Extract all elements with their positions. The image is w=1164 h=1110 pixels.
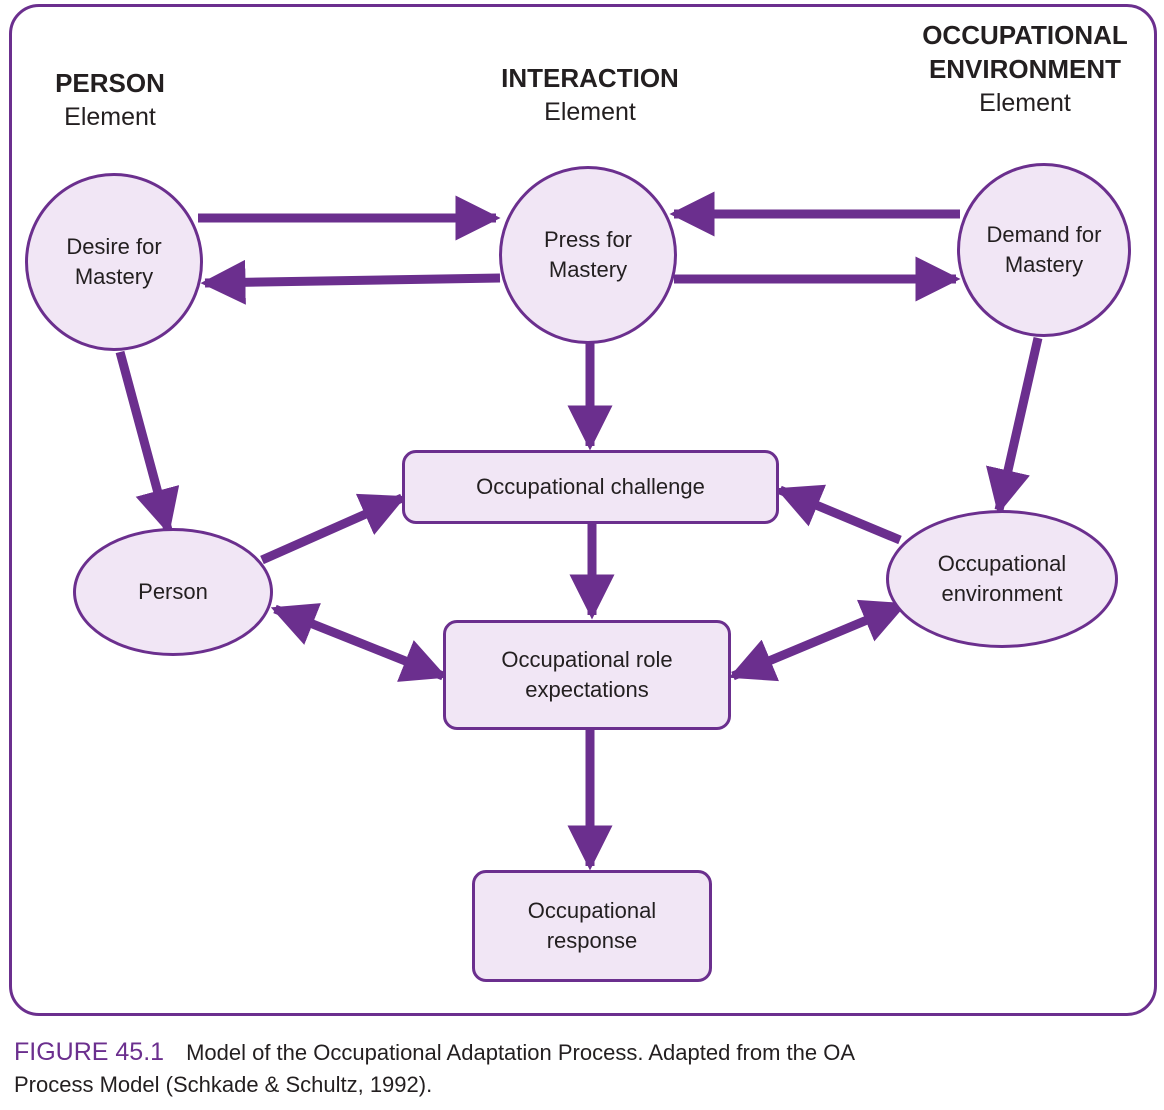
header-interaction-sub: Element (544, 98, 636, 126)
node-occupational-response: Occupational response (472, 870, 712, 982)
node-desire-line1: Desire for (66, 234, 162, 259)
node-press-line1: Press for (543, 227, 633, 252)
arrow-press-to-desire (200, 259, 501, 305)
header-interaction-title: INTERACTION (501, 63, 679, 93)
node-press-line2: Mastery (548, 257, 628, 282)
figure-number: FIGURE 45.1 (14, 1038, 165, 1066)
node-occupational-challenge: Occupational challenge (402, 450, 779, 524)
arrow-person-to-challenge (260, 493, 407, 565)
node-challenge-line1: Occupational challenge (476, 474, 705, 499)
node-demand-line2: Mastery (1004, 252, 1084, 277)
node-desire-line2: Mastery (74, 264, 154, 289)
figure-caption: FIGURE 45.1 Model of the Occupational Ada… (14, 1036, 1114, 1101)
arrow-desire-to-person (115, 350, 180, 535)
header-environment: OCCUPATIONAL ENVIRONMENT Element (900, 18, 1150, 120)
arrow-demand-to-environment (986, 337, 1043, 515)
node-environment-line2: environment (941, 581, 1063, 606)
arrow-environment-role (728, 599, 908, 682)
header-environment-title-1: OCCUPATIONAL (922, 20, 1128, 50)
header-person: PERSON Element (20, 66, 200, 134)
arrow-environment-to-challenge (775, 484, 902, 545)
header-environment-sub: Element (979, 89, 1071, 117)
node-role-line1: Occupational role (501, 647, 673, 672)
header-person-sub: Element (64, 103, 156, 131)
node-response-line2: response (546, 928, 638, 953)
node-person-line1: Person (138, 579, 208, 604)
header-environment-title-2: ENVIRONMENT (928, 54, 1122, 84)
node-environment-line1: Occupational (937, 551, 1067, 576)
header-person-title: PERSON (55, 68, 165, 98)
node-occupational-role-expectations: Occupational role expectations (443, 620, 731, 730)
node-demand-line1: Demand for (986, 222, 1102, 247)
node-occupational-environment: Occupational environment (886, 510, 1118, 648)
caption-line-1: Model of the Occupational Adaptation Pro… (186, 1040, 856, 1065)
node-response-line1: Occupational (527, 898, 657, 923)
caption-line-2: Process Model (Schkade & Schultz, 1992). (14, 1072, 433, 1097)
header-interaction: INTERACTION Element (470, 61, 710, 129)
node-person: Person (73, 528, 273, 656)
diagram-frame (9, 4, 1157, 1016)
node-role-line2: expectations (525, 677, 649, 702)
arrow-person-role (270, 603, 448, 682)
